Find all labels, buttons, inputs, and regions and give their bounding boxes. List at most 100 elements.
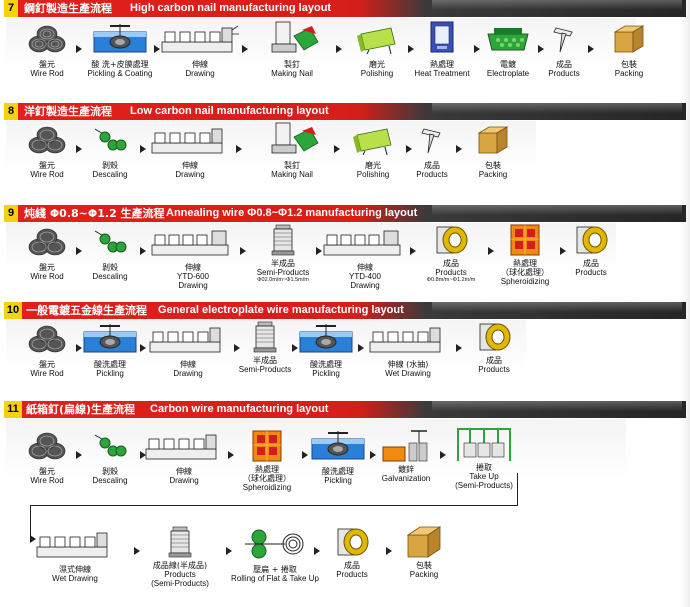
section-8: 8 洋釘製造生產流程 Low carbon nail manufacturing… <box>0 103 690 203</box>
step-label-zh: 壓扁 + 捲取 <box>253 565 297 574</box>
step-label-en: Descaling <box>92 272 128 281</box>
step-polishing: 磨光 Polishing <box>340 125 406 179</box>
step-label-en: Products <box>435 268 467 277</box>
step-making-nail: 製釘 Making Nail <box>252 20 332 78</box>
wire-rod-coils-icon <box>28 325 66 353</box>
step-semi-products: 半成品 Semi-Products <box>234 320 296 374</box>
section-number: 7 <box>4 0 18 17</box>
step-products: 成品 Products <box>466 320 522 374</box>
step-label-en: Packing <box>409 570 439 579</box>
step-wire-rod: 盤元 Wire Rod <box>18 431 76 485</box>
flow-arrow <box>588 45 594 53</box>
step-label-zh: 成品 <box>556 60 572 69</box>
flow-arrow <box>538 45 544 53</box>
flow-arrow <box>234 344 240 352</box>
step-heat-treatment: 熱處理 Heat Treatment <box>410 20 474 78</box>
electroplate-tank-icon <box>487 28 529 51</box>
section-9-banner: 9 炖綫 Φ0.8~Φ1.2 生產流程 Annealing wire Φ0.8~… <box>4 205 686 222</box>
step-label-zh: 熱處理 <box>255 465 279 474</box>
section-number: 11 <box>4 401 22 418</box>
step-label-zh: 伸線 <box>180 360 196 369</box>
step-label-zh: 鍍鋅 <box>398 465 414 474</box>
step-label-en: Pickling <box>312 369 340 378</box>
step-label-zh: 伸線 <box>185 263 201 272</box>
section-number: 10 <box>4 302 22 319</box>
galvanization-bath-icon <box>382 430 428 462</box>
drawing-machine-icon <box>369 327 441 353</box>
step-label-zh: 成品 <box>424 161 440 170</box>
section-9: 9 炖綫 Φ0.8~Φ1.2 生產流程 Annealing wire Φ0.8~… <box>0 205 690 305</box>
flow-arrow <box>408 45 414 53</box>
step-label-en: Drawing <box>169 476 199 485</box>
step-label-zh: 盤元 <box>39 60 55 69</box>
step-pickling: 酸洗處理 Pickling <box>308 431 368 485</box>
flow-arrow <box>134 547 140 555</box>
flow-arrow <box>154 45 160 53</box>
wire-rod-coils-icon <box>28 432 66 460</box>
step-label-zh: 磨光 <box>365 161 381 170</box>
step-label-en-2: (Semi-Products) <box>455 481 513 490</box>
step-label-en: Rolling of Flat & Take Up <box>231 574 319 583</box>
drawing-machine-icon <box>151 230 229 256</box>
step-products: 成品 Products Φ0.8m/m~Φ1.2m/m <box>416 223 486 284</box>
step-wet-drawing: 濕式伸線 Wet Drawing <box>34 529 116 583</box>
step-label-zh: 濕式伸線 <box>59 565 91 574</box>
flow-arrow <box>316 247 322 255</box>
flow-arrow <box>456 344 462 352</box>
step-label-en: Making Nail <box>271 69 313 78</box>
pickling-tank-icon <box>299 324 353 353</box>
step-descaling: 剝殼 Descaling <box>82 227 138 281</box>
wire-coil-product-icon <box>576 226 608 254</box>
step-label-zh: 伸線 <box>357 263 373 272</box>
step-label-en: Pickling <box>324 476 352 485</box>
polishing-drum-icon <box>357 27 396 54</box>
step-descaling: 剝殼 Descaling <box>82 431 138 485</box>
step-label-en: Wire Rod <box>30 272 64 281</box>
section-title-en: Carbon wire manufacturing layout <box>150 403 329 415</box>
step-label-en: Take Up <box>469 472 499 481</box>
step-label-en: Making Nail <box>271 170 313 179</box>
step-products: 成品 Products <box>326 525 378 579</box>
flow-arrow <box>406 145 412 153</box>
step-wire-rod: 盤元 Wire Rod <box>18 125 76 179</box>
flow-connector <box>30 505 31 539</box>
step-label-zh: 熱處理 <box>430 60 454 69</box>
step-drawing: 伸線 Drawing <box>150 125 230 179</box>
step-size-range: Φ02.0m/m~Φ1.5m/m <box>257 277 309 283</box>
section-title-zh: 洋釘製造生產流程 <box>24 105 112 118</box>
flow-arrow <box>76 45 82 53</box>
flow-arrow <box>560 247 566 255</box>
step-label-zh-2: （球化處理） <box>243 474 291 483</box>
packing-box-icon <box>406 526 442 558</box>
wire-rod-coils-icon <box>28 25 66 53</box>
wire-rod-coils-icon <box>28 228 66 256</box>
flow-arrow <box>302 451 308 459</box>
step-packing: 包裝 Packing <box>398 525 450 579</box>
nail-making-machine-icon <box>271 21 319 53</box>
section-title-zh: 一般電鍍五金線生產流程 <box>26 304 147 317</box>
drawing-machine-icon <box>323 230 401 256</box>
step-take-up: 捲取 Take Up (Semi-Products) <box>446 423 522 490</box>
step-descaling: 剝殼 Descaling <box>82 125 138 179</box>
flow-connector <box>517 473 518 505</box>
step-pickling-coating: 酸 洗+皮膜處理 Pickling & Coating <box>80 24 160 78</box>
flow-arrow <box>76 247 82 255</box>
section-number: 9 <box>4 205 18 222</box>
step-label-zh: 酸洗處理 <box>322 467 354 476</box>
step-label-en: Products <box>336 570 368 579</box>
polishing-drum-icon <box>353 128 392 155</box>
wire-coil-product-icon <box>337 528 369 556</box>
spheroidizing-furnace-icon <box>510 224 540 256</box>
section-11: 11 紙箱釘(扁線)生產流程 Carbon wire manufacturing… <box>0 401 690 607</box>
step-label-en: Products <box>478 365 510 374</box>
flow-arrow <box>76 451 82 459</box>
step-drawing: 伸線 Drawing <box>144 431 224 485</box>
wire-coil-product-icon <box>436 226 468 254</box>
step-label-zh: 成品 <box>443 259 459 268</box>
step-label-zh: 伸線 <box>182 161 198 170</box>
drawing-machine-icon <box>149 327 221 353</box>
step-label-en: Polishing <box>356 170 390 179</box>
step-flat-rolling: 壓扁 + 捲取 Rolling of Flat & Take Up <box>220 529 330 583</box>
step-making-nail: 製釘 Making Nail <box>252 121 332 179</box>
step-drawing-ytd400: 伸線 YTD-400 Drawing <box>322 227 408 290</box>
